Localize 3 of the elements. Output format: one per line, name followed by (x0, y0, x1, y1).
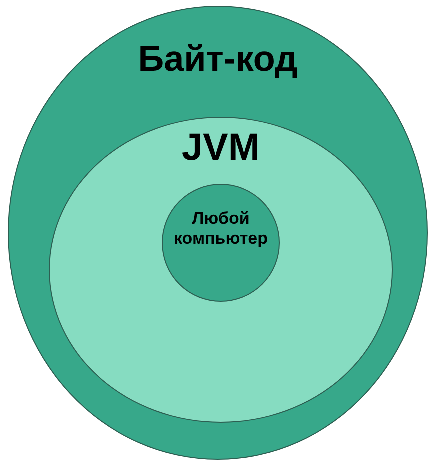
circle-label: Любой компьютер (173, 209, 269, 250)
circle-title: JVM (180, 126, 262, 171)
circle-title: Байт-код (137, 37, 299, 80)
